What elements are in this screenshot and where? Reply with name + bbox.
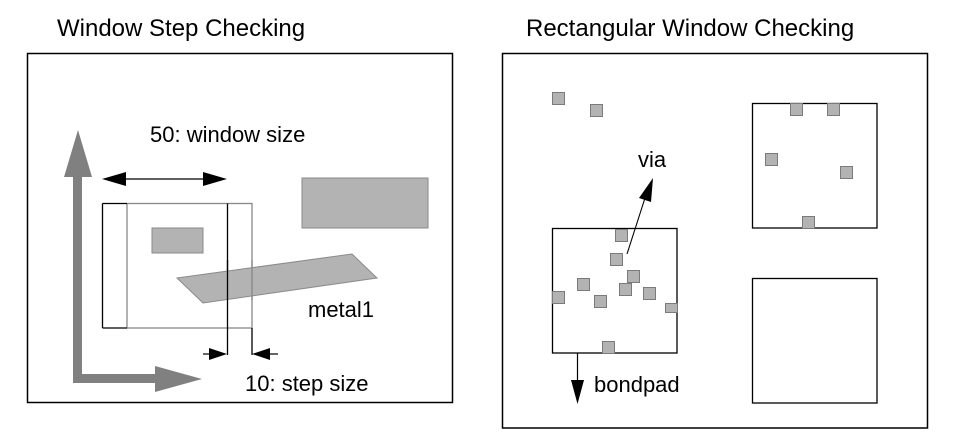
via bbox=[840, 166, 853, 179]
metal1-label: metal1 bbox=[308, 297, 374, 322]
via bbox=[615, 229, 628, 242]
window-size-arrow bbox=[102, 172, 227, 186]
via bbox=[627, 270, 640, 283]
via bbox=[590, 104, 603, 117]
metal1-shape bbox=[175, 253, 379, 304]
right-panel-frame bbox=[501, 52, 929, 429]
metal-shape-large bbox=[301, 177, 429, 229]
via bbox=[827, 103, 840, 116]
bondpad-label: bondpad bbox=[594, 372, 680, 397]
window-step-title: Window Step Checking bbox=[57, 15, 305, 42]
via bbox=[552, 92, 565, 105]
window-bottom-left bbox=[551, 227, 678, 354]
axis-arrows-icon bbox=[64, 130, 202, 392]
vertical-axis-arrow bbox=[64, 130, 202, 392]
window-step-panel: Window Step Checking 50: window size met… bbox=[26, 15, 454, 404]
window-bottom-right bbox=[751, 277, 878, 404]
metal-shape-small bbox=[151, 227, 204, 254]
step-size-arrows bbox=[203, 348, 278, 360]
via-label: via bbox=[638, 147, 667, 172]
via bbox=[790, 103, 803, 116]
via bbox=[802, 216, 815, 229]
via bbox=[610, 253, 623, 266]
rectangular-window-panel: Rectangular Window Checking via bbox=[501, 15, 929, 429]
step-size-label: 10: step size bbox=[245, 371, 369, 396]
via bbox=[594, 295, 607, 308]
bondpad-pointer-arrow bbox=[571, 353, 584, 404]
via-pointer-arrow bbox=[626, 178, 653, 255]
via bbox=[619, 283, 632, 296]
window-position-2 bbox=[126, 202, 253, 329]
via bbox=[665, 303, 678, 313]
via bbox=[643, 287, 656, 300]
rectangular-window-title: Rectangular Window Checking bbox=[526, 15, 854, 42]
window-size-label: 50: window size bbox=[150, 122, 305, 147]
via bbox=[602, 341, 615, 354]
via bbox=[577, 278, 590, 291]
left-panel-frame bbox=[26, 52, 454, 404]
via bbox=[552, 291, 565, 304]
via bbox=[765, 153, 778, 166]
